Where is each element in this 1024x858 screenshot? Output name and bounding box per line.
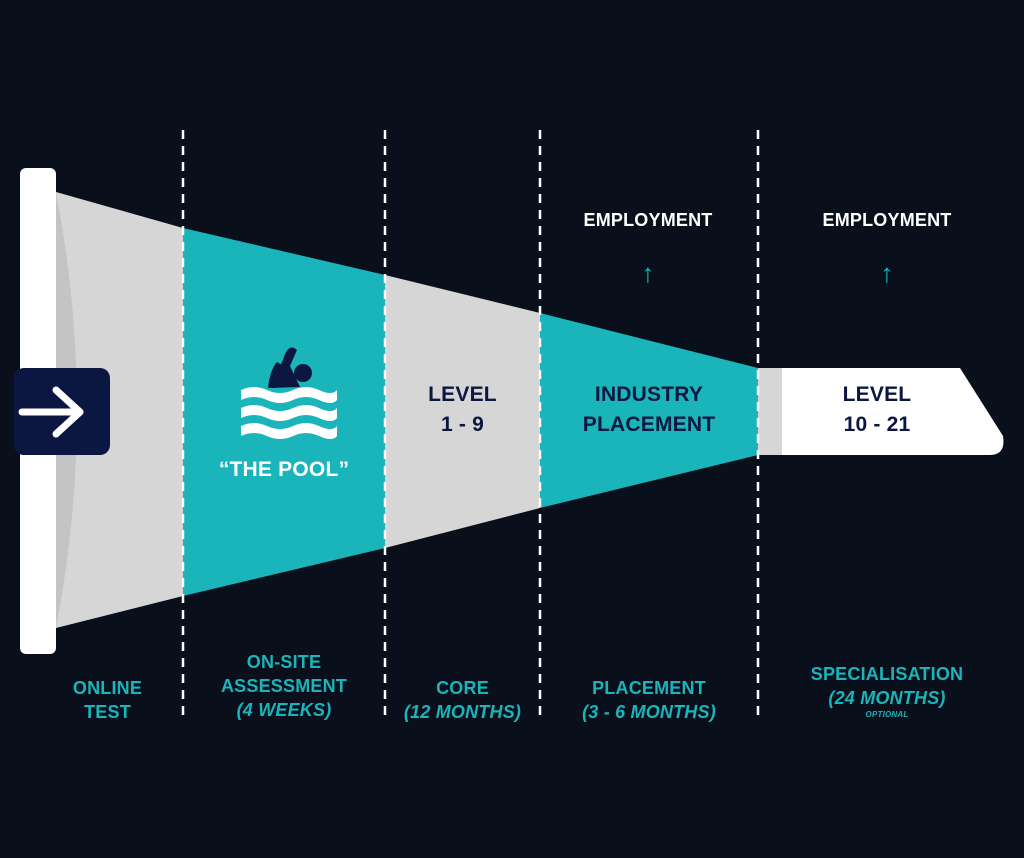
stage-on-site-line1: ON-SITE xyxy=(246,652,322,672)
specialisation-level-line2: 10 - 21 xyxy=(843,413,911,436)
stage-core: CORE (12 MONTHS) xyxy=(385,676,540,724)
stage-specialisation-title: SPECIALISATION xyxy=(810,664,964,684)
arrow-right-icon xyxy=(18,386,84,438)
arrow-up-icon: ↑ xyxy=(880,258,894,288)
stage-online-test-line2: TEST xyxy=(84,702,131,722)
employment-label-2: EMPLOYMENT xyxy=(822,210,952,230)
stage-specialisation: SPECIALISATION (24 MONTHS) OPTIONAL xyxy=(770,662,1004,720)
stage-on-site-line2: ASSESSMENT xyxy=(220,676,348,696)
industry-placement-label: INDUSTRY PLACEMENT xyxy=(540,380,758,440)
core-level-label: LEVEL 1 - 9 xyxy=(385,380,540,440)
industry-placement-line1: INDUSTRY xyxy=(594,383,704,406)
swimmer-icon xyxy=(241,347,337,439)
funnel-segment-placement xyxy=(540,313,758,508)
stage-placement-title: PLACEMENT xyxy=(592,678,706,698)
pool-label: “THE POOL” xyxy=(218,458,350,481)
employment-label-1: EMPLOYMENT xyxy=(583,210,713,230)
arrow-up-icon: ↑ xyxy=(641,258,655,288)
stage-placement: PLACEMENT (3 - 6 MONTHS) xyxy=(540,676,758,724)
industry-placement-line2: PLACEMENT xyxy=(582,413,716,436)
stage-on-site-assessment: ON-SITE ASSESSMENT (4 WEEKS) xyxy=(183,650,385,722)
stage-core-title: CORE xyxy=(436,678,489,698)
stage-specialisation-duration: (24 MONTHS) xyxy=(828,688,946,708)
stage-specialisation-note: OPTIONAL xyxy=(865,710,909,719)
specialisation-level-line1: LEVEL xyxy=(842,383,912,406)
stage-on-site-duration: (4 WEEKS) xyxy=(236,700,332,720)
funnel-segment-core xyxy=(385,275,540,548)
core-level-line1: LEVEL xyxy=(428,383,497,406)
stage-online-test: ONLINE TEST xyxy=(20,676,195,724)
specialisation-level-label: LEVEL 10 - 21 xyxy=(782,380,972,440)
stage-core-duration: (12 MONTHS) xyxy=(403,702,522,722)
funnel-segment-online-test xyxy=(56,192,183,628)
stage-placement-duration: (3 - 6 MONTHS) xyxy=(582,702,716,722)
specialisation-shade xyxy=(758,368,782,455)
core-level-line2: 1 - 9 xyxy=(440,413,485,436)
funnel-segment-specialisation xyxy=(758,368,1004,455)
stage-online-test-line1: ONLINE xyxy=(72,678,143,698)
